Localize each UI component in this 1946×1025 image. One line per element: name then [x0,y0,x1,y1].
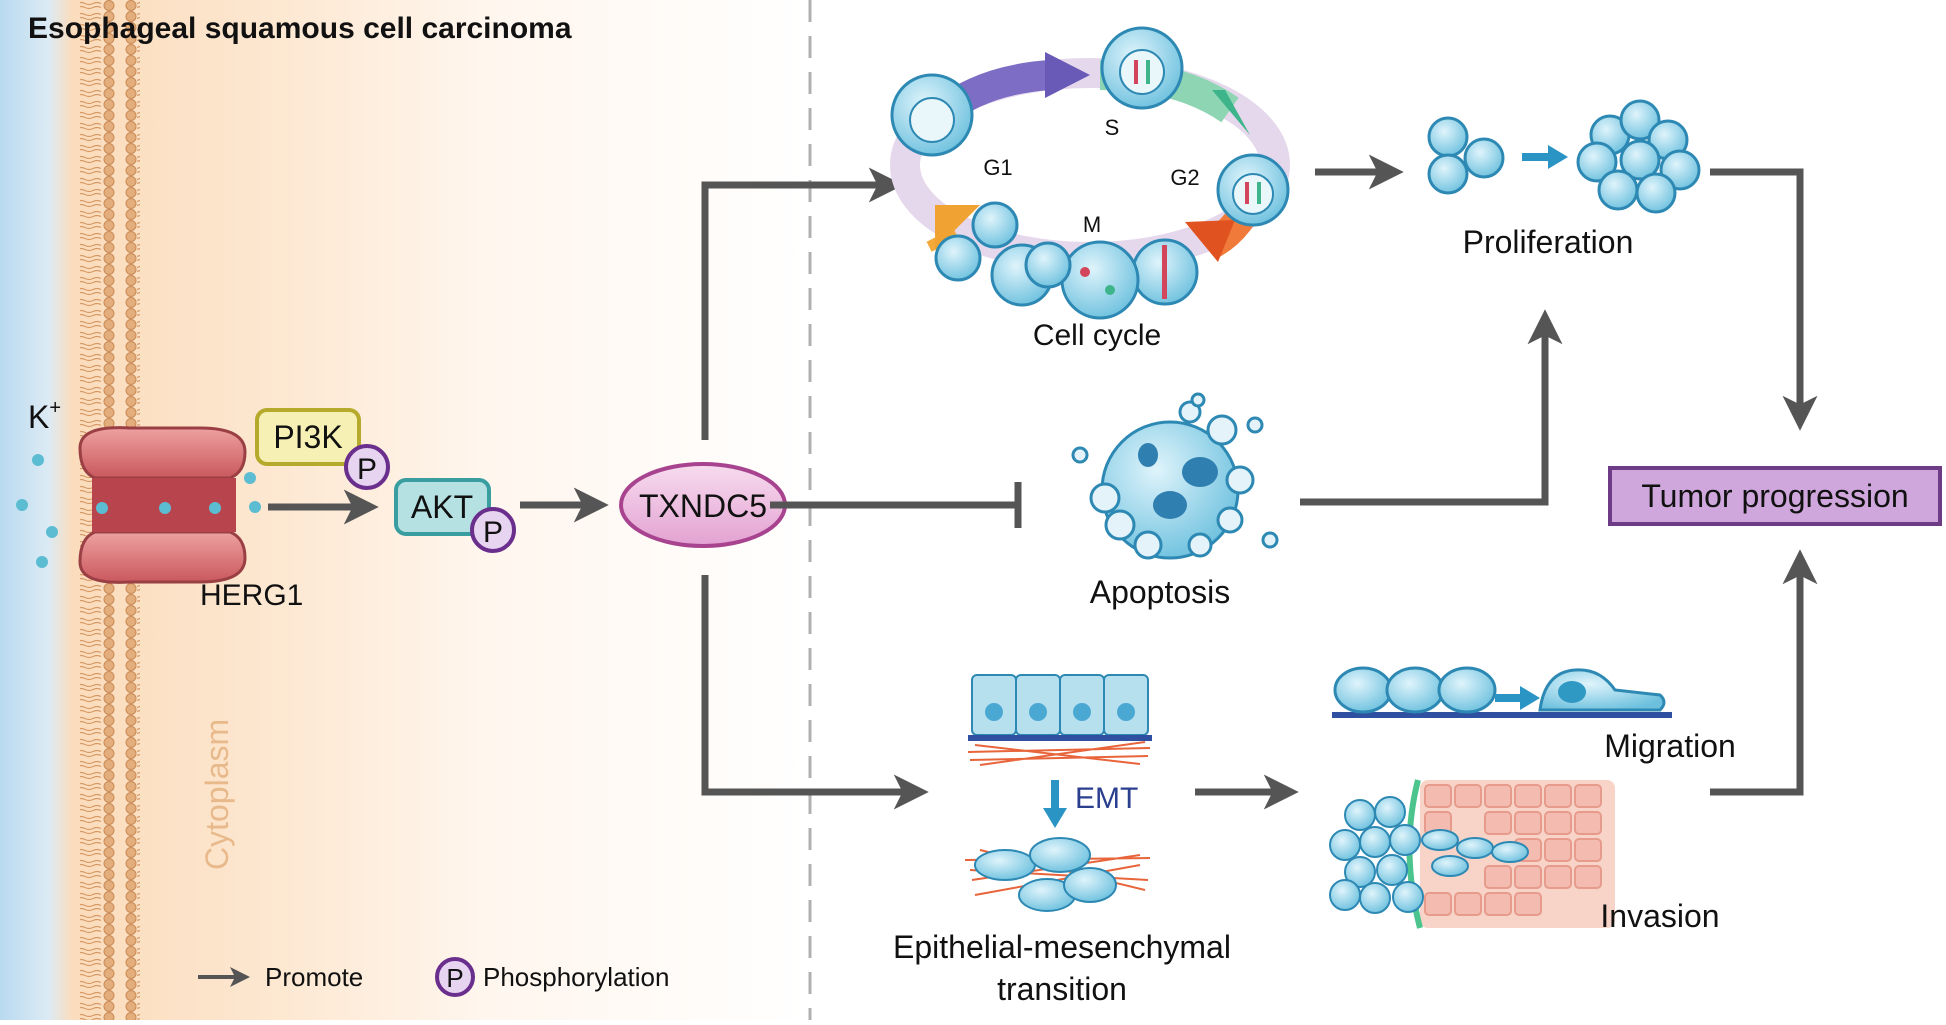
tumor-progression-label: Tumor progression [1641,478,1908,514]
phase-m-label: M [1083,212,1101,237]
phase-g2-label: G2 [1170,165,1199,190]
pi3k-label: PI3K [273,419,342,455]
proliferation-label: Proliferation [1463,224,1634,260]
pi3k-node: PI3K [255,408,361,466]
emt-full-label-line2: transition [997,971,1127,1007]
txndc5-label: TXNDC5 [639,488,767,524]
emt-full-label-line1: Epithelial-mesenchymal [893,929,1231,965]
invasion-icon [1329,779,1615,929]
cycle-cell [1100,26,1184,110]
akt-phospho-icon: P [470,507,516,553]
emt-arrow-icon [1043,780,1067,828]
apoptosis-icon [1071,392,1279,560]
legend-promote-label: Promote [265,962,363,992]
cycle-cell [1216,153,1290,227]
epithelial-layer-icon [967,674,1152,766]
ion-label: K+ [28,397,61,435]
phase-s-label: S [1105,115,1120,140]
herg1-label: HERG1 [200,579,303,612]
svg-text:P: P [357,453,377,486]
cell-cycle-label: Cell cycle [1033,319,1161,352]
cytoplasm-label: Cytoplasm [199,719,235,870]
mesenchymal-cells-icon [964,837,1151,912]
inhibit-txndc5-apoptosis [770,482,1022,528]
pi3k-phospho-icon: P [344,444,390,490]
emt-label: EMT [1075,782,1138,815]
migration-label: Migration [1604,728,1736,764]
arrow-proliferation-tumor [1710,168,1818,431]
cycle-cell [890,73,974,157]
arrow-apoptosis-proliferation [1300,309,1563,506]
arrow-txndc5-emt [701,575,929,810]
legend-phosphorylation-label: Phosphorylation [483,962,669,992]
arrow-txndc5-cellcycle [701,167,904,440]
tumor-progression-node: Tumor progression [1608,466,1942,526]
figure-title: Esophageal squamous cell carcinoma [28,12,572,45]
phase-g1-label: G1 [983,155,1012,180]
legend-phospho-icon [435,957,475,997]
cycle-cell [934,201,1019,282]
invasion-label: Invasion [1600,898,1719,934]
migration-icon [1332,666,1672,718]
akt-label: AKT [411,489,473,525]
herg1-channel-icon [78,426,247,584]
cell-cycle-icon: G1 S G2 M [890,26,1290,320]
akt-node: AKT [394,478,491,536]
cycle-cell [1060,240,1140,320]
legend: Promote P Phosphorylation [198,957,669,997]
arrow-migration-tumor [1710,549,1818,796]
cycle-cell [990,241,1072,307]
txndc5-node: TXNDC5 [619,462,787,548]
apoptosis-label: Apoptosis [1090,574,1231,610]
svg-text:P: P [483,516,503,549]
proliferation-icon [1427,99,1701,214]
svg-text:P: P [446,963,463,993]
cycle-cell [1131,238,1199,306]
